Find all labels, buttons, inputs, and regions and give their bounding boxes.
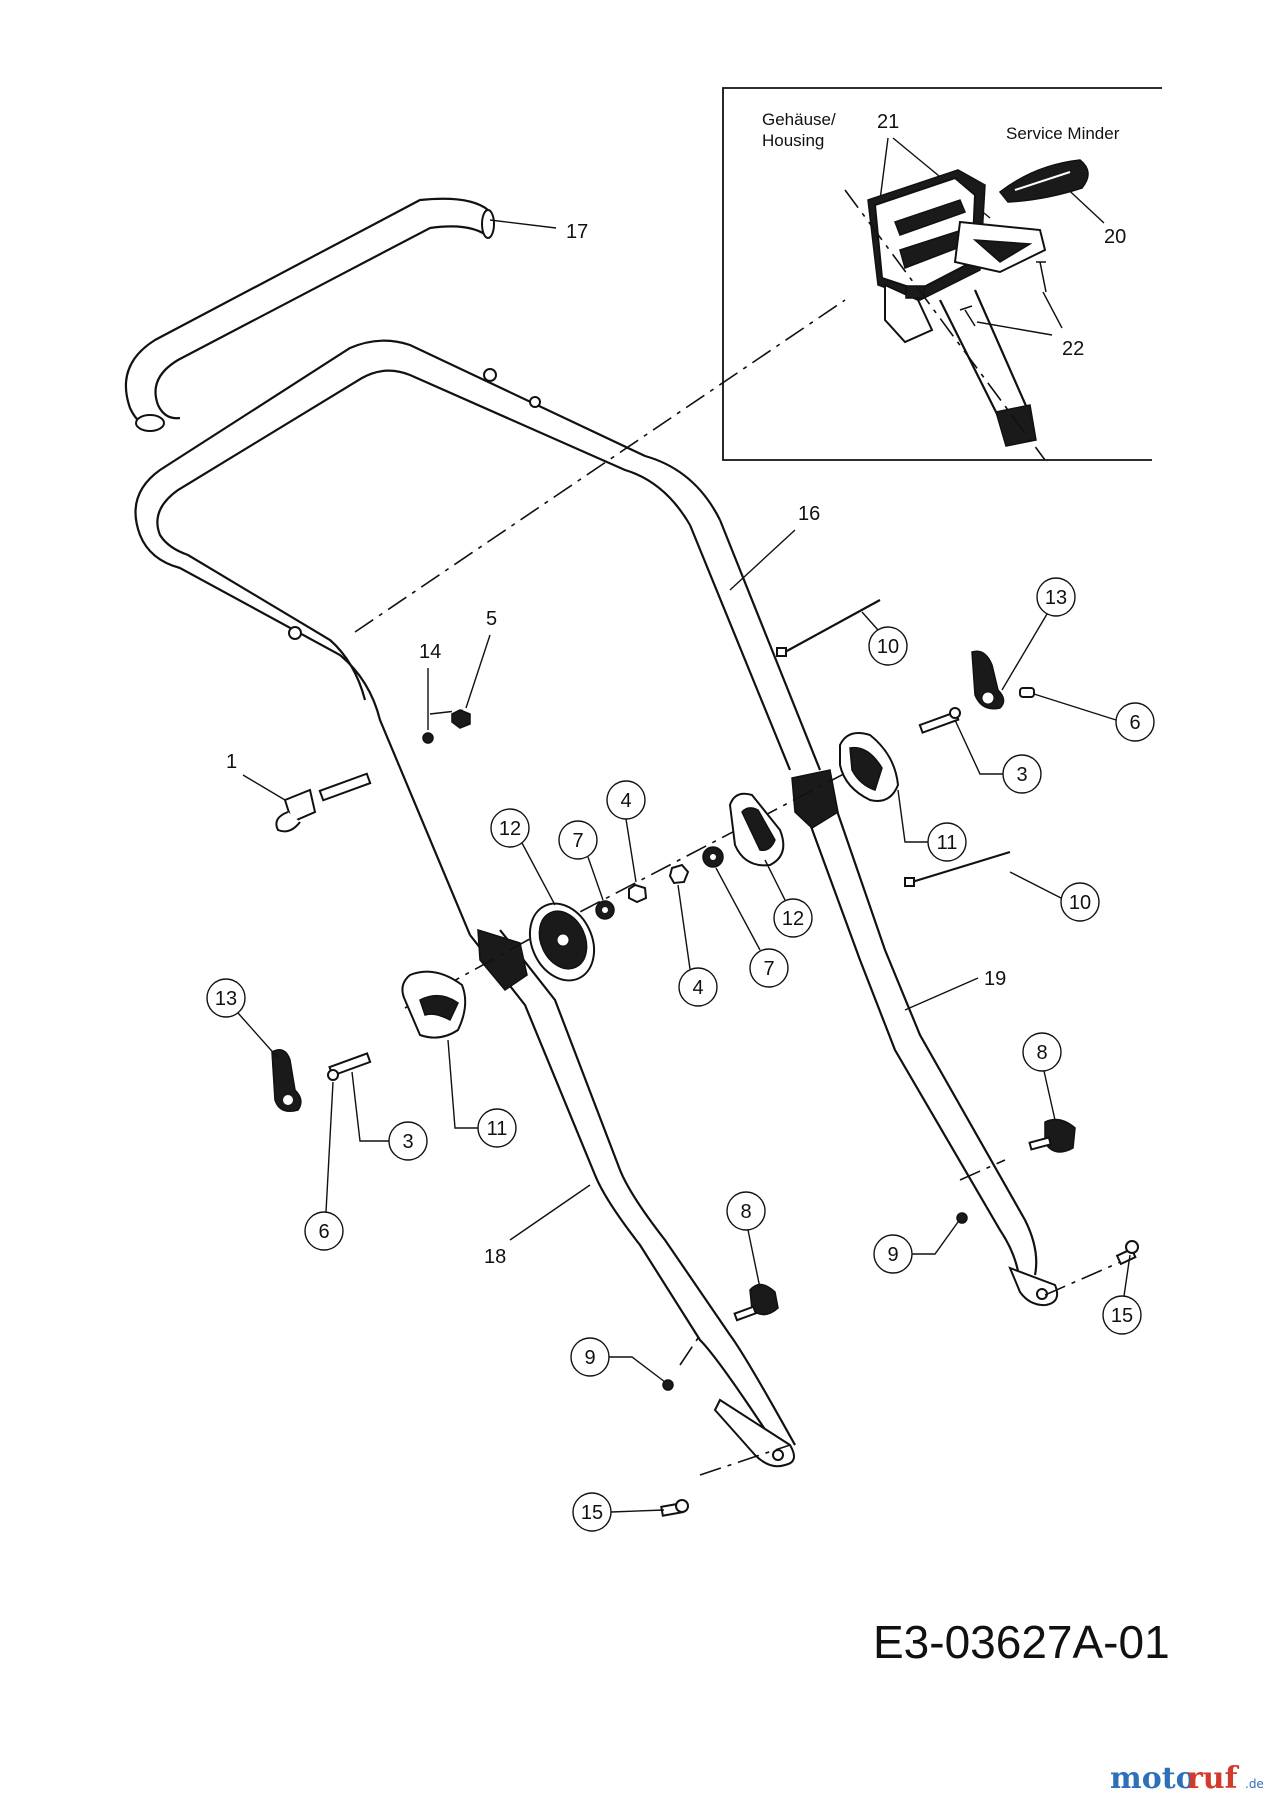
part-11-left-knob — [401, 970, 467, 1039]
callout-3-right: 3 — [954, 719, 1042, 794]
part-8-left-knob — [733, 1283, 779, 1322]
svg-text:.de: .de — [1245, 1777, 1264, 1791]
label-18: 18 — [484, 1246, 506, 1268]
lower-right-handle — [791, 769, 1059, 1307]
inset-reference-line — [354, 299, 846, 633]
part-1-bolt — [275, 772, 372, 833]
svg-text:12: 12 — [499, 818, 521, 840]
label-16: 16 — [798, 503, 820, 525]
motoruf-watermark: moto ruf .de — [1110, 1761, 1264, 1796]
part-9-left-washer — [662, 1379, 674, 1391]
screw-22-icons — [959, 261, 1047, 327]
part-8-right-knob — [1028, 1118, 1076, 1153]
part-5-nut — [451, 709, 471, 729]
svg-text:13: 13 — [215, 988, 237, 1010]
svg-text:15: 15 — [581, 1502, 603, 1524]
callout-7-right: 7 — [715, 867, 789, 988]
part-12-left-clamp — [528, 902, 596, 982]
svg-text:11: 11 — [487, 1118, 508, 1140]
label-5: 5 — [486, 608, 497, 630]
callout-8-left: 8 — [726, 1191, 766, 1289]
svg-text:9: 9 — [584, 1347, 595, 1369]
callout-15-left: 15 — [572, 1492, 665, 1532]
upper-handle-frame — [134, 339, 822, 936]
svg-text:6: 6 — [1129, 712, 1140, 734]
part-6-left-washer — [327, 1069, 339, 1081]
lower-left-handle — [469, 928, 796, 1468]
service-minder-label: Service Minder — [1006, 124, 1120, 143]
inset-panel: Gehäuse/ Housing Service Minder 21 20 22 — [722, 87, 1162, 461]
callout-9-left: 9 — [570, 1337, 666, 1383]
svg-text:4: 4 — [692, 977, 703, 999]
label-1: 1 — [226, 751, 237, 773]
callout-10-lower: 10 — [1009, 871, 1100, 922]
svg-text:8: 8 — [740, 1201, 751, 1223]
inset-part-21-label: 21 — [877, 111, 899, 133]
housing-label-line2: Housing — [762, 131, 824, 150]
callout-13-left: 13 — [206, 978, 279, 1059]
part-12-right-clamp — [728, 792, 785, 867]
part-14-washer — [422, 732, 434, 744]
svg-text:3: 3 — [402, 1131, 413, 1153]
callout-10-upper: 10 — [861, 611, 908, 666]
callout-12-right: 12 — [764, 859, 813, 938]
svg-text:ruf: ruf — [1187, 1761, 1240, 1796]
label-14: 14 — [419, 641, 441, 663]
svg-text:15: 15 — [1111, 1305, 1133, 1327]
part-15-right-bolt — [1115, 1240, 1139, 1266]
part-10-upper-cable-tie — [784, 599, 881, 653]
svg-text:9: 9 — [887, 1244, 898, 1266]
svg-text:12: 12 — [782, 908, 804, 930]
part-4-left-nut — [628, 883, 648, 904]
part-13-right-lever — [971, 650, 1005, 710]
inset-part-20-label: 20 — [1104, 226, 1126, 248]
callout-4-lower: 4 — [677, 884, 718, 1007]
callout-13-right: 13 — [1001, 577, 1076, 691]
svg-text:3: 3 — [1016, 764, 1027, 786]
callout-3-left: 3 — [351, 1071, 428, 1161]
part-15-left-bolt — [660, 1499, 689, 1517]
svg-text:13: 13 — [1045, 587, 1067, 609]
svg-text:moto: moto — [1110, 1761, 1196, 1796]
drawing-number: E3-03627A-01 — [873, 1616, 1170, 1668]
part-10-lower-cable-tie — [911, 850, 1011, 884]
part-4-right-nut — [668, 863, 690, 885]
callout-7-left: 7 — [558, 820, 604, 901]
service-minder-part — [998, 159, 1089, 203]
callout-4-upper: 4 — [606, 780, 646, 883]
callout-8-right: 8 — [1022, 1032, 1062, 1121]
svg-text:8: 8 — [1036, 1042, 1047, 1064]
svg-text:11: 11 — [937, 832, 958, 854]
svg-text:4: 4 — [620, 790, 631, 812]
label-17: 17 — [566, 221, 588, 243]
top-grip-tube — [124, 197, 495, 432]
callout-6-right: 6 — [1033, 693, 1155, 742]
callout-11-left: 11 — [447, 1039, 517, 1148]
callout-12-left: 12 — [490, 808, 556, 906]
part-13-left-lever — [271, 1049, 302, 1112]
housing-part — [867, 169, 1047, 344]
inset-part-22-label: 22 — [1062, 338, 1084, 360]
part-6-right-pin — [1019, 687, 1035, 698]
svg-text:10: 10 — [877, 636, 899, 658]
svg-text:7: 7 — [572, 830, 583, 852]
label-19: 19 — [984, 968, 1006, 990]
svg-text:10: 10 — [1069, 892, 1091, 914]
callout-15-right: 15 — [1102, 1254, 1142, 1335]
part-11-right-knob — [839, 732, 900, 802]
svg-text:7: 7 — [763, 958, 774, 980]
callout-6-left: 6 — [304, 1081, 344, 1251]
callout-9-right: 9 — [873, 1221, 959, 1274]
svg-text:6: 6 — [318, 1221, 329, 1243]
part-9-right-washer — [956, 1212, 968, 1224]
housing-label-line1: Gehäuse/ — [762, 110, 836, 129]
callout-11-right: 11 — [897, 789, 967, 862]
